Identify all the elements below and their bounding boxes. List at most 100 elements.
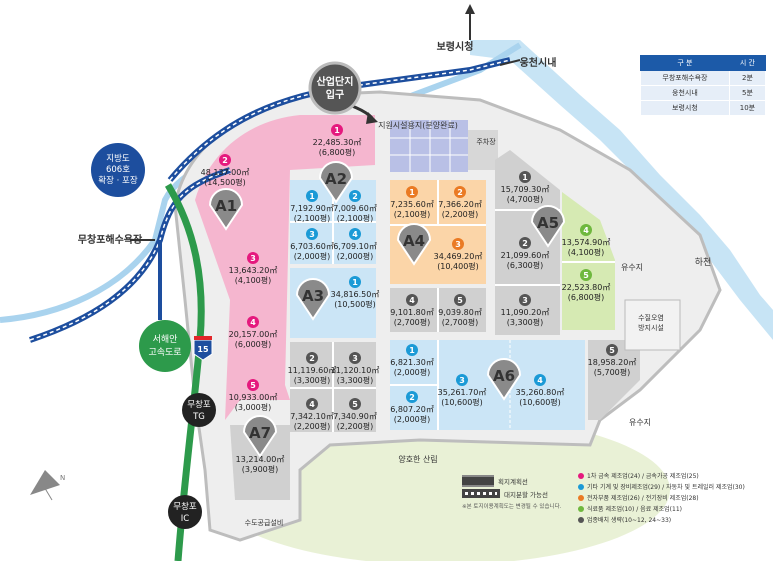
- lot-pyeong: (4,100평): [568, 247, 605, 257]
- lot-number-badge: [454, 186, 466, 198]
- ungcheon-downtown-label: 웅천시내: [520, 56, 557, 69]
- route-606-label-line3: 확장 · 포장: [98, 175, 138, 186]
- lot-area: 48,137.00㎡: [201, 168, 250, 177]
- lot-number-badge: [606, 344, 618, 356]
- lot-number-badge: [349, 276, 361, 288]
- lot-number-badge: [349, 190, 361, 202]
- lot-a5-5: 522,523.80㎡(6,800평): [562, 269, 611, 302]
- compass-north-label: N: [60, 474, 65, 482]
- lot-a2-3: 36,703.60㎡(2,000평): [290, 228, 334, 261]
- lot-pyeong: (10,600평): [441, 397, 483, 407]
- lot-pyeong: (2,000평): [294, 251, 331, 261]
- lot-area: 10,933.00㎡: [229, 393, 278, 402]
- time-table-header: 구 분 시 간: [640, 55, 767, 71]
- table-row: 보령시청 10분: [640, 100, 767, 116]
- legend-label: 식료품 제조업(10) / 음료 제조업(11): [587, 506, 683, 513]
- entrance-arrow-head: [366, 112, 378, 124]
- table-row: 무창포해수욕장 2분: [640, 70, 767, 86]
- lot-a4-2: 27,366.20㎡(2,200평): [438, 186, 482, 219]
- lot-number: 4: [409, 296, 415, 305]
- legend-label: 전자부품 제조업(26) / 전기장비 제조업(28): [587, 495, 699, 502]
- support-facility-block: [390, 120, 468, 172]
- muchangpo-ic-badge: [168, 495, 202, 529]
- legend-dot: [578, 472, 584, 479]
- legend-item: 기타 기계 및 장비제조업(29) / 자동차 및 트레일러 제조업(30): [578, 481, 768, 492]
- lot-a1-4: 420,157.00㎡(6,000평): [229, 316, 277, 349]
- legend-dot: [578, 505, 584, 512]
- lot-pyeong: (2,100평): [337, 213, 374, 223]
- boryeong-arrow-head: [465, 4, 475, 14]
- lot-area: 7,192.90㎡: [290, 204, 334, 213]
- time-table-place: 무창포해수욕장: [640, 70, 730, 86]
- legend-dot: [578, 483, 584, 490]
- lot-number: 2: [522, 239, 528, 248]
- lot-number: 4: [583, 226, 589, 235]
- zone-pin-a1: A1: [208, 188, 244, 231]
- time-table-header-time: 시 간: [728, 55, 767, 71]
- legend-label: 업종배치 생략(10~12, 24~33): [587, 517, 672, 524]
- legend-label: 1차 금속 제조업(24) / 금속가공 제조업(25): [587, 473, 699, 480]
- lot-number: 5: [250, 381, 256, 390]
- lot-area: 22,523.80㎡: [562, 283, 611, 292]
- lot-number-badge: [349, 352, 361, 364]
- forest-label: 양호한 산림: [398, 454, 437, 464]
- lot-number: 2: [409, 393, 415, 402]
- legend-dot: [578, 516, 584, 523]
- lot-number-badge: [349, 228, 361, 240]
- support-facility-label: 지원시설용지(분양완료): [378, 120, 458, 130]
- lot-number-badge: [454, 294, 466, 306]
- lot-pyeong: (5,700평): [594, 367, 631, 377]
- zone-label: A1: [215, 197, 237, 215]
- expressway-number: 15: [197, 345, 209, 354]
- zone-label: A2: [325, 170, 347, 188]
- lot-a6-5: 518,958.20㎡(5,700평): [588, 344, 636, 377]
- lot-number: 5: [352, 400, 358, 409]
- lot-area: 11,119.60㎡: [288, 366, 337, 375]
- muchangpo-ic-line1: 무창포: [173, 502, 197, 512]
- lot-number-badge: [519, 294, 531, 306]
- lot-number: 1: [409, 188, 415, 197]
- lot-number: 1: [522, 173, 528, 182]
- lot-area: 15,709.30㎡: [501, 185, 550, 194]
- lot-number-badge: [247, 252, 259, 264]
- lot-number-badge: [580, 269, 592, 281]
- lot-area: 7,342.10㎡: [290, 412, 334, 421]
- zone-label: A6: [493, 367, 515, 385]
- lot-area: 35,260.80㎡: [516, 388, 565, 397]
- lot-a5-4: 4 13,574.90㎡(4,100평): [562, 224, 611, 257]
- lot-pyeong: (3,000평): [235, 402, 272, 412]
- lot-area: 6,807.20㎡: [390, 405, 434, 414]
- lot-number: 4: [537, 376, 543, 385]
- lot-pyeong: (3,300평): [507, 317, 544, 327]
- lot-pyeong: (10,600평): [519, 397, 561, 407]
- lot-number-badge: [534, 374, 546, 386]
- lot-number-badge: [247, 316, 259, 328]
- lot-pyeong: (2,000평): [337, 251, 374, 261]
- zone-a7-block: [230, 425, 290, 500]
- lot-a6-1: 16,821.30㎡(2,000평): [390, 344, 434, 377]
- lot-number: 3: [455, 240, 461, 249]
- compass-icon: N: [30, 470, 65, 501]
- lot-area: 35,261.70㎡: [438, 388, 487, 397]
- lot-area: 6,703.60㎡: [290, 242, 334, 251]
- lot-number-badge: [331, 124, 343, 136]
- lot-area: 13,574.90㎡: [562, 238, 611, 247]
- division-line-swatch: [462, 489, 500, 498]
- lot-number: 3: [352, 354, 358, 363]
- expressway-label-line1: 서해안: [153, 334, 178, 345]
- lot-a5-3: 311,090.20㎡(3,300평): [501, 294, 549, 327]
- zone-pin-a2: A2: [318, 161, 354, 204]
- lot-pyeong: (4,700평): [507, 194, 544, 204]
- legend-label: 대지분할 가능선: [504, 490, 548, 499]
- legend-dot: [578, 494, 584, 501]
- lot-pyeong: (2,000평): [394, 367, 431, 377]
- expressway-label-line2: 고속도로: [148, 347, 181, 358]
- time-table-time: 2분: [728, 70, 767, 86]
- lot-a1-2: 248,137.00㎡(14,500평): [201, 154, 250, 187]
- pin-marker-icon: [242, 415, 278, 458]
- lot-area: 6,709.10㎡: [333, 242, 377, 251]
- lot-a3-3: 311,120.10㎡(3,300평): [331, 352, 379, 385]
- zone-pin-a5: A5: [530, 205, 566, 248]
- sewage-facility-block: [624, 299, 681, 351]
- lot-number-badge: [406, 294, 418, 306]
